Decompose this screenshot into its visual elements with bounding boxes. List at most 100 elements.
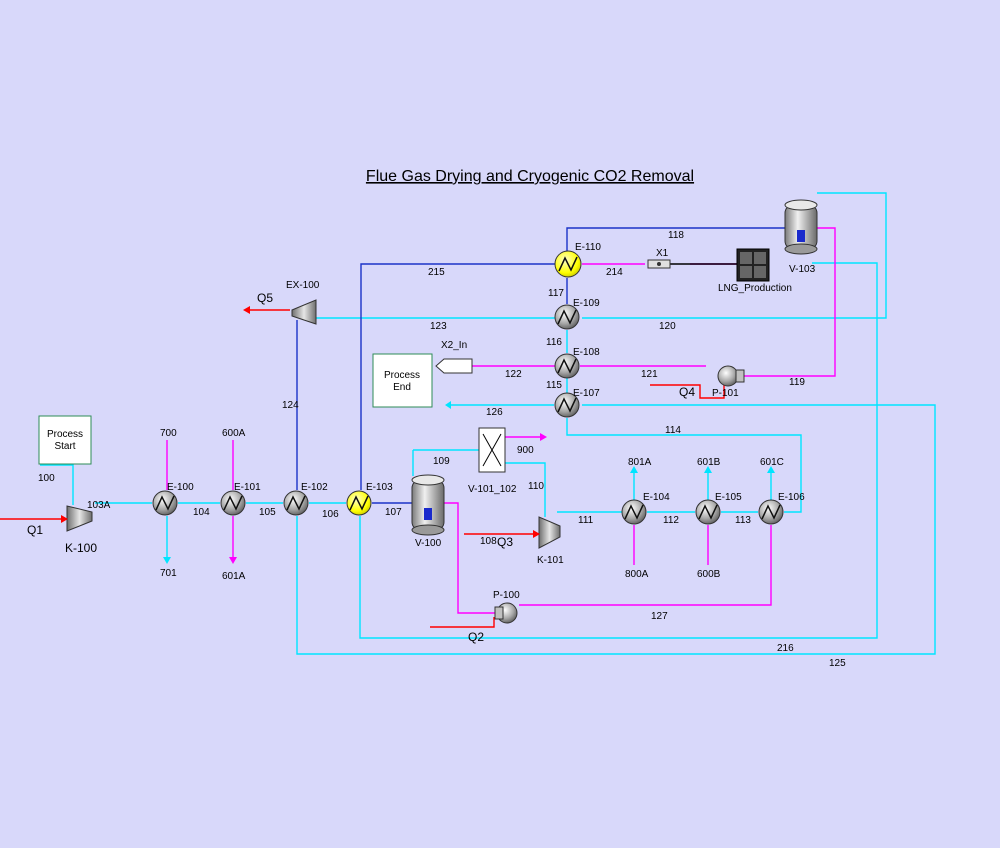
svg-text:900: 900 <box>517 445 534 456</box>
svg-text:601C: 601C <box>760 457 784 468</box>
hx-e-104[interactable] <box>621 499 647 525</box>
label-x1: X1 <box>656 248 669 259</box>
hx-e-108[interactable] <box>554 353 580 379</box>
label-k-100: K-100 <box>65 541 97 555</box>
svg-text:108: 108 <box>480 536 497 547</box>
svg-text:116: 116 <box>546 337 562 348</box>
svg-text:104: 104 <box>193 507 210 518</box>
label-e-110: E-110 <box>575 242 601 253</box>
svg-text:112: 112 <box>663 515 679 526</box>
svg-text:800A: 800A <box>625 569 649 580</box>
stream-labels: 100 103A 104 105 106 107 108 109 110 111… <box>38 230 846 669</box>
label-v-103: V-103 <box>789 264 816 275</box>
label-e-106: E-106 <box>778 492 805 503</box>
label-p-101: P-101 <box>712 388 739 399</box>
svg-text:601B: 601B <box>697 457 721 468</box>
splitter-v-101-102[interactable] <box>478 427 506 473</box>
svg-text:106: 106 <box>322 509 339 520</box>
svg-text:Q1: Q1 <box>27 523 43 537</box>
label-x2-in: X2_In <box>441 340 467 351</box>
svg-text:114: 114 <box>665 425 681 436</box>
streams <box>0 192 936 655</box>
svg-text:113: 113 <box>735 515 751 526</box>
svg-text:115: 115 <box>546 380 562 391</box>
label-e-109: E-109 <box>573 298 600 309</box>
pump-p-100[interactable] <box>494 602 518 624</box>
connector-x1[interactable] <box>647 259 671 269</box>
compressor-k-100[interactable] <box>66 505 93 532</box>
svg-text:121: 121 <box>641 369 658 380</box>
label-k-101: K-101 <box>537 555 564 566</box>
svg-text:Q5: Q5 <box>257 291 273 305</box>
hx-e-109[interactable] <box>554 304 580 330</box>
svg-text:700: 700 <box>160 428 177 439</box>
label-v-100: V-100 <box>415 538 442 549</box>
svg-text:119: 119 <box>789 377 805 388</box>
svg-text:600A: 600A <box>222 428 246 439</box>
svg-text:216: 216 <box>777 643 794 654</box>
pump-p-101[interactable] <box>717 365 745 387</box>
compressor-k-101[interactable] <box>538 516 561 549</box>
vessel-v-103[interactable] <box>784 199 818 255</box>
label-e-100: E-100 <box>167 482 194 493</box>
svg-text:Q3: Q3 <box>497 535 513 549</box>
svg-text:124: 124 <box>282 400 299 411</box>
vessel-v-100[interactable] <box>411 474 445 536</box>
svg-text:801A: 801A <box>628 457 652 468</box>
hx-e-100[interactable] <box>152 490 178 516</box>
svg-text:100: 100 <box>38 473 55 484</box>
lng-production-subflowsheet[interactable] <box>736 248 770 282</box>
svg-text:123: 123 <box>430 321 447 332</box>
svg-text:125: 125 <box>829 658 846 669</box>
svg-text:105: 105 <box>259 507 276 518</box>
hx-e-107[interactable] <box>554 392 580 418</box>
svg-text:600B: 600B <box>697 569 721 580</box>
svg-text:120: 120 <box>659 321 676 332</box>
svg-text:109: 109 <box>433 456 450 467</box>
svg-text:107: 107 <box>385 507 402 518</box>
svg-text:Start: Start <box>54 441 75 452</box>
svg-text:Q2: Q2 <box>468 630 484 644</box>
svg-text:Process: Process <box>47 429 83 440</box>
svg-text:701: 701 <box>160 568 177 579</box>
label-e-105: E-105 <box>715 492 742 503</box>
svg-text:110: 110 <box>528 481 544 492</box>
equipment-labels: K-100 E-100 E-101 E-102 E-103 V-100 V-10… <box>65 242 816 601</box>
process-end-box[interactable]: Process End <box>372 353 433 408</box>
arrowheads <box>61 306 775 564</box>
label-e-107: E-107 <box>573 388 600 399</box>
label-ex-100: EX-100 <box>286 280 320 291</box>
svg-text:601A: 601A <box>222 571 246 582</box>
svg-text:Process: Process <box>384 370 420 381</box>
label-e-101: E-101 <box>234 482 261 493</box>
process-start-box[interactable]: Process Start <box>38 415 92 465</box>
hx-e-102[interactable] <box>283 490 309 516</box>
svg-text:122: 122 <box>505 369 522 380</box>
svg-text:215: 215 <box>428 267 445 278</box>
svg-text:103A: 103A <box>87 500 111 511</box>
label-e-104: E-104 <box>643 492 670 503</box>
energy-labels: Q1 Q2 Q3 Q4 Q5 <box>27 291 695 644</box>
svg-text:117: 117 <box>548 288 564 299</box>
hx-e-106[interactable] <box>758 499 784 525</box>
expander-ex-100[interactable] <box>291 299 317 325</box>
svg-text:Q4: Q4 <box>679 385 695 399</box>
svg-text:127: 127 <box>651 611 668 622</box>
svg-text:End: End <box>393 382 411 393</box>
label-v-101-102: V-101_102 <box>468 484 517 495</box>
svg-text:214: 214 <box>606 267 623 278</box>
x2-in-tag[interactable] <box>435 358 473 374</box>
label-e-103: E-103 <box>366 482 393 493</box>
label-e-108: E-108 <box>573 347 600 358</box>
hx-e-101[interactable] <box>220 490 246 516</box>
hx-e-110[interactable] <box>554 250 582 278</box>
label-e-102: E-102 <box>301 482 328 493</box>
svg-text:126: 126 <box>486 407 503 418</box>
diagram-title: Flue Gas Drying and Cryogenic CO2 Remova… <box>366 168 694 185</box>
hx-e-105[interactable] <box>695 499 721 525</box>
label-p-100: P-100 <box>493 590 520 601</box>
hx-e-103[interactable] <box>346 490 372 516</box>
label-lng-production: LNG_Production <box>718 283 792 294</box>
svg-text:118: 118 <box>668 230 684 241</box>
